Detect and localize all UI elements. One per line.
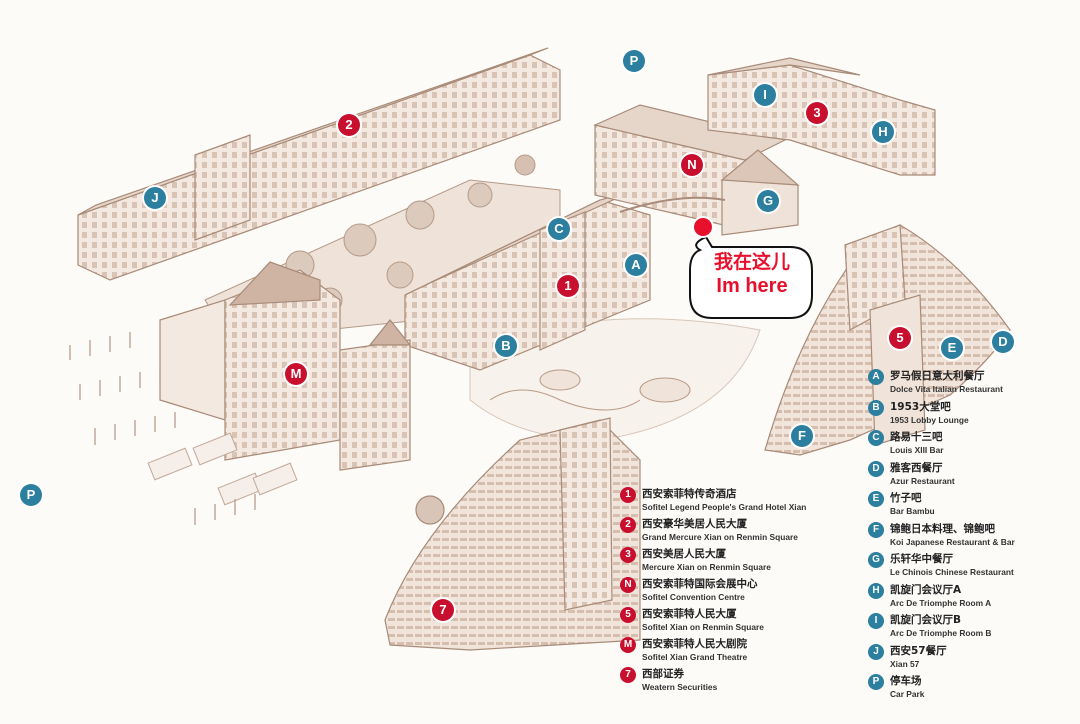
- legend-marker-icon: E: [868, 491, 884, 507]
- pin-3[interactable]: 3: [806, 102, 828, 124]
- legend-name-cn: 雅客西餐厅: [890, 461, 943, 474]
- pin-c[interactable]: C: [548, 218, 570, 240]
- parking-pin-left[interactable]: P: [20, 484, 42, 506]
- legend-name-en: Louis XIII Bar: [890, 445, 944, 455]
- legend-name-en: Dolce Vita Italian Restaurant: [890, 384, 1003, 394]
- here-label-en: Im here: [716, 275, 788, 297]
- pin-n[interactable]: N: [681, 154, 703, 176]
- legend-name-cn: 西安索菲特传奇酒店: [642, 488, 737, 500]
- legend-name-cn: 凯旋门会议厅A: [890, 583, 962, 596]
- legend-name-cn: 西安索菲特国际会展中心: [642, 578, 758, 590]
- pin-e[interactable]: E: [941, 337, 963, 359]
- legend-marker-icon: 7: [620, 667, 636, 683]
- pin-h[interactable]: H: [872, 121, 894, 143]
- legend-name-en: Sofitel Xian on Renmin Square: [642, 622, 764, 632]
- here-bubble: [689, 235, 813, 319]
- building-7: [384, 417, 641, 651]
- pin-7[interactable]: 7: [432, 599, 454, 621]
- parking-area: [147, 432, 298, 506]
- legend-name-cn: 凯旋门会议厅B: [890, 614, 962, 626]
- legend-marker-icon: B: [868, 399, 884, 416]
- pin-b[interactable]: B: [495, 335, 517, 357]
- legend-name-en: Arc De Triomphe Room A: [890, 597, 992, 608]
- legend-name-cn: 锦鲍日本料理、锦鲍吧: [890, 522, 995, 535]
- legend-marker-icon: 3: [620, 547, 636, 563]
- legend-name-cn: 西部证券: [642, 668, 684, 680]
- legend-name-en: Le Chinois Chinese Restaurant: [890, 567, 1014, 577]
- legend-name-en: 1953 Lobby Lounge: [890, 414, 969, 425]
- legend-name-cn: 竹子吧: [890, 492, 922, 504]
- legend-name-cn: 罗马假日意大利餐厅: [890, 370, 985, 382]
- bridge: [619, 196, 726, 213]
- pin-j[interactable]: J: [144, 187, 166, 209]
- legend-marker-icon: G: [868, 552, 884, 568]
- legend-name-cn: 西安57餐厅: [890, 644, 947, 657]
- building-m: [159, 261, 412, 471]
- legend-marker-icon: D: [868, 460, 884, 477]
- building-2: [77, 47, 561, 281]
- legend-marker-icon: M: [620, 637, 636, 653]
- legend-marker-icon: 1: [620, 487, 636, 503]
- pin-f[interactable]: F: [791, 425, 813, 447]
- you-are-here-label: 我在这儿 Im here: [692, 250, 812, 298]
- legend-name-cn: 西安索菲特人民大剧院: [642, 638, 747, 650]
- tree-rows: [69, 332, 256, 525]
- legend-name-cn: 路易十三吧: [890, 431, 943, 443]
- legend-name-cn: 西安索菲特人民大厦: [642, 608, 737, 620]
- pin-g[interactable]: G: [757, 190, 779, 212]
- legend-name-en: Sofitel Convention Centre: [642, 592, 745, 602]
- pin-a[interactable]: A: [625, 254, 647, 276]
- legend-name-en: Xian 57: [890, 658, 920, 669]
- legend-name-en: Bar Bambu: [890, 506, 935, 516]
- legend-name-en: Arc De Triomphe Room B: [890, 628, 992, 638]
- here-label-cn: 我在这儿: [713, 251, 790, 273]
- parking-pin-top[interactable]: P: [623, 50, 645, 72]
- legend-marker-icon: N: [620, 577, 636, 593]
- legend-marker-icon: 5: [620, 607, 636, 623]
- pin-2[interactable]: 2: [338, 114, 360, 136]
- legend-name-en: Sofitel Legend People's Grand Hotel Xian: [642, 502, 807, 512]
- legend-name-cn: 西安美居人民大厦: [642, 548, 726, 560]
- pin-5[interactable]: 5: [889, 327, 911, 349]
- pin-i[interactable]: I: [754, 84, 776, 106]
- pin-d[interactable]: D: [992, 331, 1014, 353]
- legend-name-cn: 乐轩华中餐厅: [890, 553, 953, 565]
- legend-marker-icon: F: [868, 521, 884, 538]
- legend-name-cn: 西安豪华美居人民大厦: [642, 518, 747, 530]
- pin-m[interactable]: M: [285, 363, 307, 385]
- legend-name-cn: 1953大堂吧: [890, 400, 951, 413]
- legend-name-en: Mercure Xian on Renmin Square: [642, 562, 771, 572]
- legend-name-en: Weatern Securities: [642, 682, 718, 692]
- legend-name-en: Grand Mercure Xian on Renmin Square: [642, 532, 798, 542]
- legend-marker-icon: H: [868, 582, 884, 599]
- legend-name-en: Koi Japanese Restaurant & Bar: [890, 536, 1015, 547]
- plaza: [489, 369, 691, 411]
- legend-name-en: Car Park: [890, 689, 925, 699]
- you-are-here-marker[interactable]: [694, 218, 712, 236]
- legend-marker-icon: A: [868, 369, 884, 385]
- legend-marker-icon: J: [868, 643, 884, 660]
- pin-1[interactable]: 1: [557, 275, 579, 297]
- legend-marker-icon: P: [868, 674, 884, 690]
- legend-name-cn: 停车场: [890, 675, 922, 687]
- legend-name-en: Sofitel Xian Grand Theatre: [642, 652, 748, 662]
- legend-marker-icon: 2: [620, 517, 636, 533]
- legend-name-en: Azur Restaurant: [890, 475, 955, 486]
- legend-marker-icon: C: [868, 430, 884, 446]
- legend-marker-icon: I: [868, 613, 884, 629]
